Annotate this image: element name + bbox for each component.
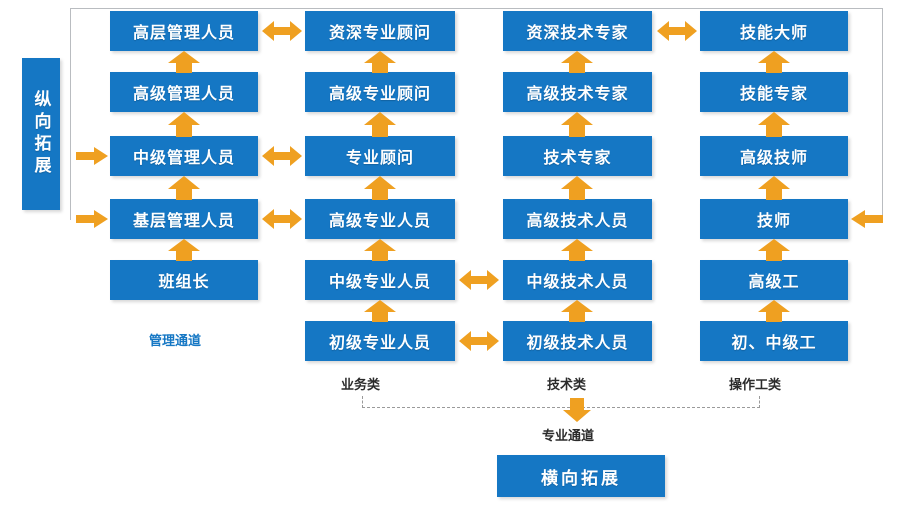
up-arrow-icon	[561, 51, 593, 73]
double-arrow-icon	[459, 270, 499, 290]
box-tech-senior-expert[interactable]: 资深技术专家	[503, 11, 652, 51]
box-op-junior-worker[interactable]: 初、中级工	[700, 321, 848, 361]
double-arrow-icon	[262, 21, 302, 41]
up-arrow-icon	[168, 51, 200, 73]
caption-technical-category: 技术类	[547, 377, 587, 392]
box-op-technician[interactable]: 技师	[700, 199, 848, 239]
caption-management-channel: 管理通道	[149, 333, 202, 348]
up-arrow-icon	[758, 51, 790, 73]
down-arrow-icon	[563, 398, 591, 422]
box-mgmt-基层[interactable]: 基层管理人员	[110, 199, 258, 239]
up-arrow-icon	[758, 239, 790, 261]
right-arrow-icon	[76, 210, 108, 228]
up-arrow-icon	[561, 112, 593, 137]
box-op-senior-technician[interactable]: 高级技师	[700, 136, 848, 176]
box-tech-advanced-expert[interactable]: 高级技术专家	[503, 72, 652, 112]
up-arrow-icon	[561, 239, 593, 261]
box-tech-advanced-staff[interactable]: 高级技术人员	[503, 199, 652, 239]
bracket-right-line	[882, 8, 883, 220]
up-arrow-icon	[561, 300, 593, 322]
left-arrow-icon	[851, 210, 883, 228]
box-mgmt-team-leader[interactable]: 班组长	[110, 260, 258, 300]
box-mgmt-senior-exec[interactable]: 高层管理人员	[110, 11, 258, 51]
up-arrow-icon	[364, 176, 396, 200]
box-op-skill-master[interactable]: 技能大师	[700, 11, 848, 51]
up-arrow-icon	[758, 176, 790, 200]
up-arrow-icon	[364, 112, 396, 137]
caption-operator-category: 操作工类	[729, 377, 782, 392]
up-arrow-icon	[364, 239, 396, 261]
double-arrow-icon	[459, 331, 499, 351]
bracket-top-line	[70, 8, 883, 9]
box-tech-expert[interactable]: 技术专家	[503, 136, 652, 176]
vertical-expansion-label: 纵向拓展	[22, 58, 60, 210]
up-arrow-icon	[168, 239, 200, 261]
right-arrow-icon	[76, 147, 108, 165]
box-tech-junior-staff[interactable]: 初级技术人员	[503, 321, 652, 361]
up-arrow-icon	[758, 300, 790, 322]
box-mgmt-senior[interactable]: 高级管理人员	[110, 72, 258, 112]
box-tech-middle-staff[interactable]: 中级技术人员	[503, 260, 652, 300]
double-arrow-icon	[657, 21, 697, 41]
caption-business-category: 业务类	[341, 377, 381, 392]
box-prof-middle-staff[interactable]: 中级专业人员	[305, 260, 455, 300]
up-arrow-icon	[168, 112, 200, 137]
box-mgmt-middle[interactable]: 中级管理人员	[110, 136, 258, 176]
double-arrow-icon	[262, 146, 302, 166]
up-arrow-icon	[561, 176, 593, 200]
box-horizontal-expansion[interactable]: 横向拓展	[497, 455, 665, 497]
bracket-left-line	[70, 8, 71, 220]
box-prof-senior-consultant[interactable]: 资深专业顾问	[305, 11, 455, 51]
box-prof-advanced-consultant[interactable]: 高级专业顾问	[305, 72, 455, 112]
up-arrow-icon	[364, 300, 396, 322]
up-arrow-icon	[364, 51, 396, 73]
box-prof-advanced-staff[interactable]: 高级专业人员	[305, 199, 455, 239]
category-dashed-bracket	[362, 396, 760, 408]
double-arrow-icon	[262, 209, 302, 229]
box-prof-consultant[interactable]: 专业顾问	[305, 136, 455, 176]
box-prof-junior-staff[interactable]: 初级专业人员	[305, 321, 455, 361]
up-arrow-icon	[168, 176, 200, 200]
caption-professional-channel: 专业通道	[542, 428, 595, 443]
up-arrow-icon	[758, 112, 790, 137]
box-op-skill-expert[interactable]: 技能专家	[700, 72, 848, 112]
box-op-advanced-worker[interactable]: 高级工	[700, 260, 848, 300]
